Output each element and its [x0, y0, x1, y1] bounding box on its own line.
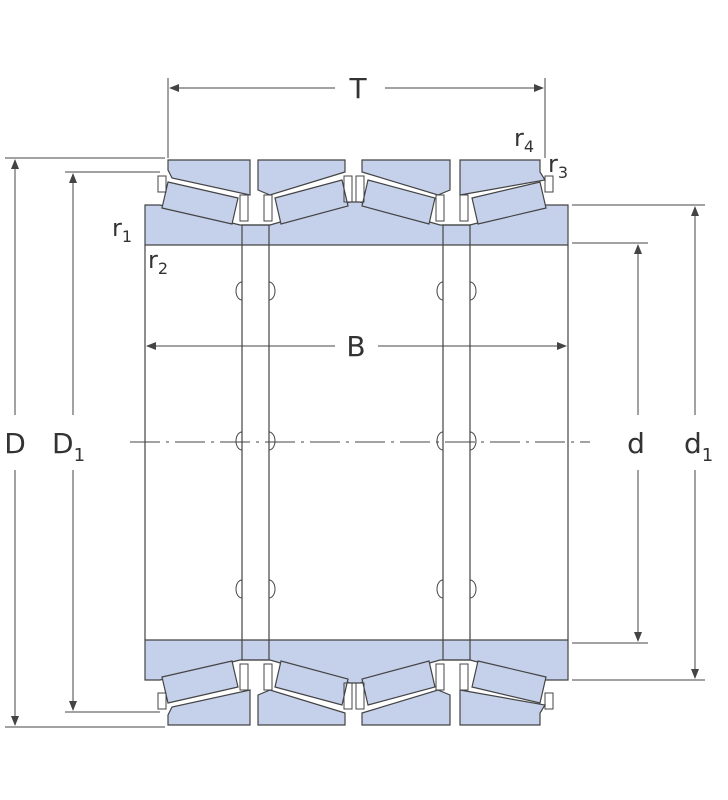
label-D1-sub: 1	[74, 445, 85, 466]
label-B: B	[346, 330, 365, 363]
roller-top-4	[471, 181, 547, 225]
label-r1-sub: 1	[122, 227, 132, 246]
label-r1-main: r	[112, 214, 122, 242]
roller-bottom-4	[471, 660, 547, 704]
label-D1-main: D	[52, 427, 74, 460]
outer-ring-bottom-2	[257, 689, 346, 726]
cage-details-bottom	[157, 663, 554, 710]
top-section	[144, 159, 569, 246]
label-r1: r1	[112, 214, 132, 246]
outer-ring-bottom-1	[167, 689, 251, 726]
label-d: d	[627, 427, 645, 460]
label-D1: D1	[52, 427, 85, 466]
bottom-section	[144, 639, 569, 726]
label-r3: r3	[548, 150, 568, 182]
label-r4-main: r	[514, 124, 524, 152]
outer-ring-top-1	[167, 159, 251, 196]
label-r2: r2	[148, 246, 168, 278]
label-r3-main: r	[548, 150, 558, 178]
label-r3-sub: 3	[558, 163, 568, 182]
outer-ring-top-2	[257, 159, 346, 196]
label-d1: d1	[684, 427, 713, 466]
label-d1-main: d	[684, 427, 702, 460]
roller-top-2	[274, 179, 349, 225]
label-T: T	[348, 72, 367, 105]
label-r4: r4	[514, 124, 534, 156]
outer-ring-top-4	[459, 159, 546, 196]
dimension-lines	[5, 78, 705, 728]
lube-holes	[235, 281, 477, 599]
label-D: D	[4, 427, 26, 460]
roller-top-1	[161, 181, 239, 225]
outer-ring-bottom-4	[459, 689, 546, 726]
outer-ring-bottom-3	[361, 689, 451, 726]
cage-details-top	[157, 175, 554, 222]
label-d1-sub: 1	[702, 445, 713, 466]
roller-bottom-2	[274, 660, 349, 706]
label-r4-sub: 4	[524, 137, 534, 156]
roller-bottom-1	[161, 660, 239, 704]
label-r2-main: r	[148, 246, 158, 274]
outer-ring-top-3	[361, 159, 451, 196]
label-r2-sub: 2	[158, 259, 168, 278]
